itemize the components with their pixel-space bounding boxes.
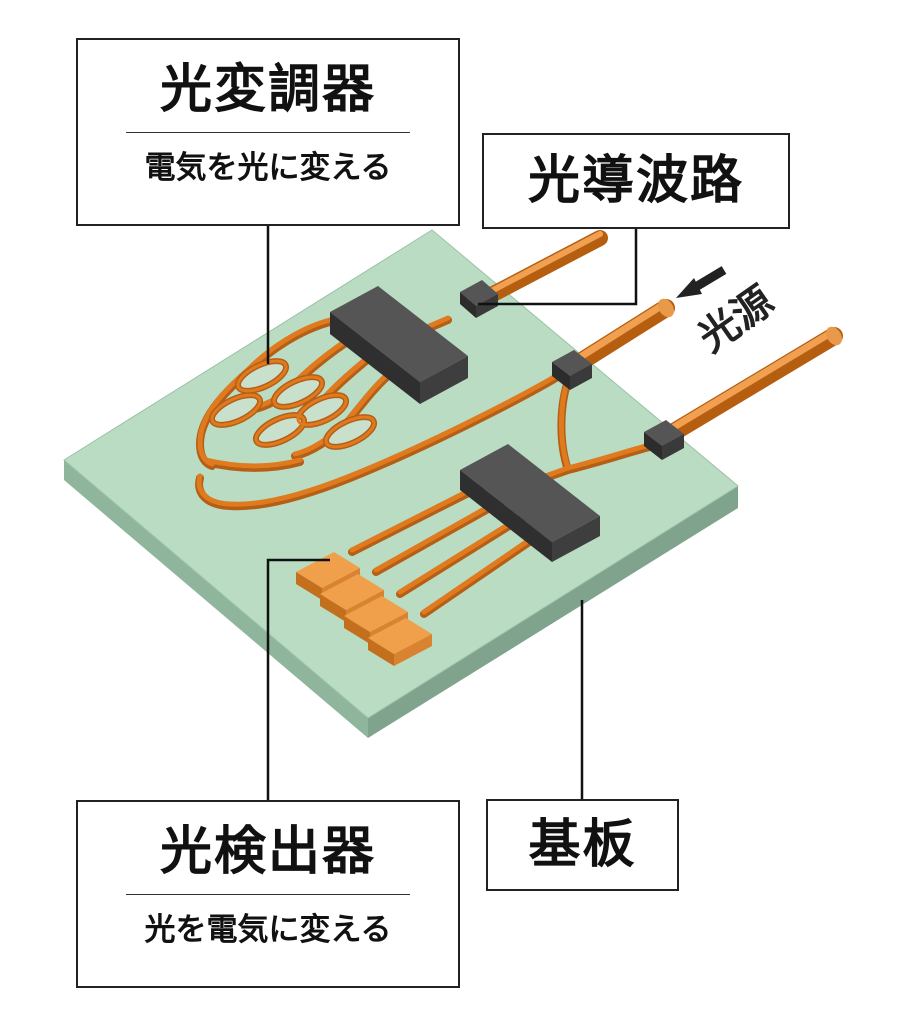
waveguide-title: 光導波路 (527, 151, 744, 211)
modulator-subtitle: 電気を光に変える (144, 150, 392, 186)
connector-middle (552, 350, 592, 390)
waveguides (195, 315, 664, 618)
fiber-middle-highlight (570, 299, 670, 365)
substrate-title: 基板 (528, 815, 637, 875)
fiber-middle (565, 299, 675, 375)
fiber-top-highlight (475, 231, 603, 301)
fiber-middle-end (658, 298, 674, 318)
modulator-divider (126, 132, 410, 133)
modulator-label: 光変調器 電気を光に変える (76, 38, 460, 226)
waveguide-label: 光導波路 (482, 133, 790, 229)
leader-waveguide (478, 229, 638, 306)
substrate-right-face (368, 486, 738, 738)
detector-subtitle: 光を電気に変える (144, 912, 392, 948)
connector-bottom (644, 420, 684, 460)
leader-lines (266, 226, 638, 800)
detector-label: 光検出器 光を電気に変える (76, 800, 460, 988)
left-arrow-icon (676, 266, 727, 298)
substrate-front-face (64, 460, 368, 738)
substrate-label: 基板 (486, 799, 679, 891)
substrate (63, 229, 739, 738)
light-source-text: 光源 (690, 277, 783, 362)
modulator-chip (330, 286, 468, 404)
fiber-bottom (655, 327, 843, 447)
fiber-bottom-highlight (660, 327, 838, 437)
fibers (470, 230, 843, 447)
fiber-top (470, 230, 608, 310)
connectors (460, 280, 684, 460)
detector-divider (126, 894, 410, 895)
detector-pads (296, 552, 432, 666)
substrate-top-face (63, 229, 739, 719)
leader-detector (266, 558, 330, 800)
light-source-label: 光源 (690, 272, 782, 372)
modulator-title: 光変調器 (159, 60, 376, 120)
connector-top (460, 280, 498, 318)
fiber-bottom-end (826, 326, 842, 346)
detector-pad (368, 618, 432, 666)
detector-title: 光検出器 (159, 822, 376, 882)
detector-chip (460, 444, 600, 562)
